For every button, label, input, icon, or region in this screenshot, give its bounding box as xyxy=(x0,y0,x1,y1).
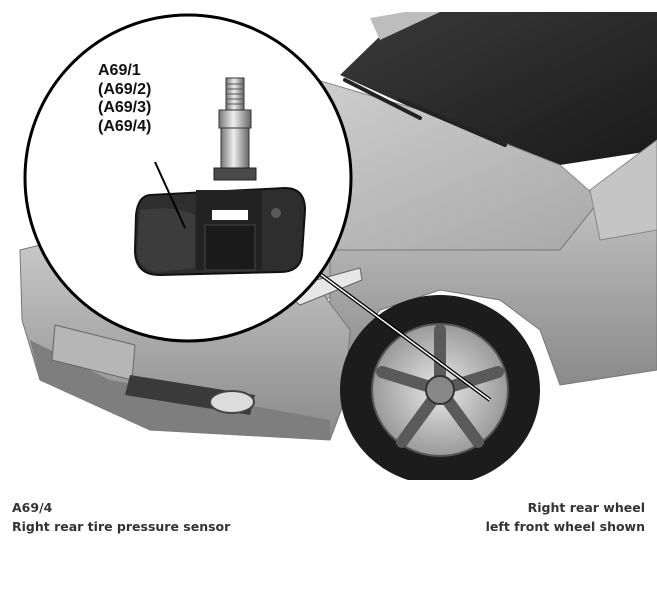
legend-code: A69/4 xyxy=(12,500,53,515)
legend-description: Right rear tire pressure sensor xyxy=(12,519,231,534)
part-label-a69-4: (A69/4) xyxy=(98,117,152,135)
legend-left: A69/4 Right rear tire pressure sensor xyxy=(12,498,230,536)
part-number-labels: A69/1 (A69/2) (A69/3) (A69/4) xyxy=(98,62,178,136)
legend-wheel-position: Right rear wheel xyxy=(527,500,645,515)
front-wheel xyxy=(340,295,540,480)
legend-wheel-note: left front wheel shown xyxy=(485,519,645,534)
windshield xyxy=(340,12,657,165)
part-label-a69-2: (A69/2) xyxy=(98,80,152,98)
wipers xyxy=(343,78,507,147)
label-leader-line xyxy=(154,161,186,229)
part-label-a69-1: A69/1 xyxy=(98,62,141,79)
car-illustration xyxy=(19,12,657,480)
part-label-a69-3: (A69/3) xyxy=(98,99,152,116)
detail-callout-circle xyxy=(23,13,353,343)
legend-right: Right rear wheel left front wheel shown xyxy=(486,498,645,536)
